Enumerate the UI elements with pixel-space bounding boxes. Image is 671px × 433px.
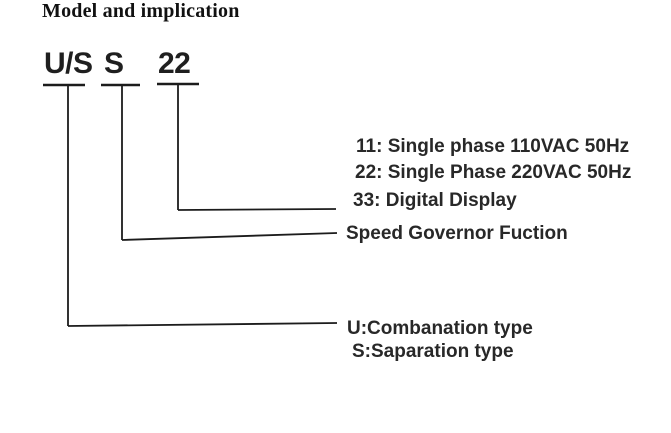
model-part-governor: S (104, 47, 124, 80)
legend-type-option-s: S:Saparation type (352, 341, 514, 362)
legend-voltage-option-11: 11: Single phase 110VAC 50Hz (356, 136, 630, 157)
connector-type-horizontal (67, 322, 338, 327)
connector-voltage-horizontal (177, 208, 337, 211)
legend-voltage-option-22: 22: Single Phase 220VAC 50Hz (355, 162, 632, 183)
legend-type-option-u: U:Combanation type (347, 318, 533, 339)
page-title: Model and implication (42, 0, 240, 22)
model-part-voltage: 22 (158, 47, 191, 80)
model-part-type: U/S (44, 47, 93, 80)
legend-governor-label: Speed Governor Fuction (346, 223, 568, 244)
connector-governor-horizontal (121, 232, 338, 241)
legend-voltage-option-33: 33: Digital Display (353, 190, 517, 211)
